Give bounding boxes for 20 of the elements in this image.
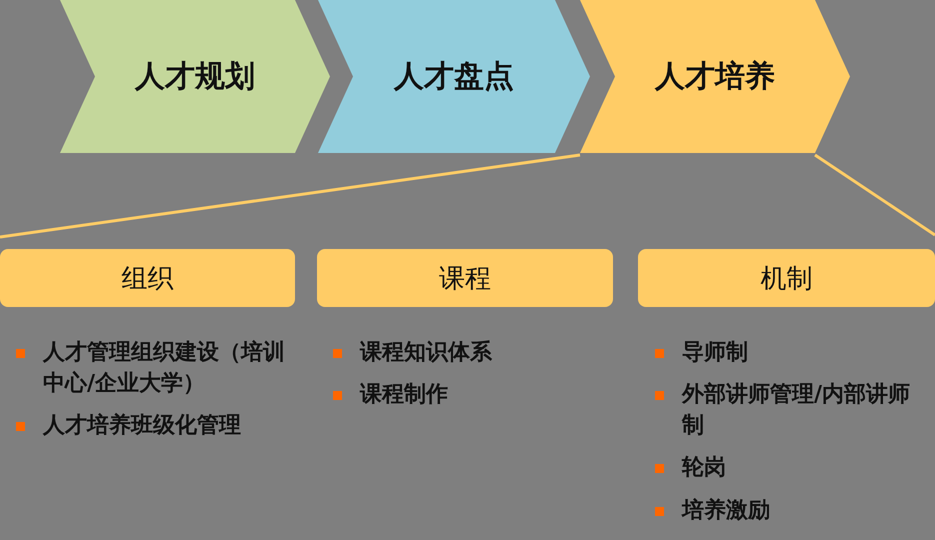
list-item: 人才管理组织建设（培训中心/企业大学） — [43, 339, 286, 398]
list-item: 人才培养班级化管理 — [43, 412, 242, 440]
list-item: 课程知识体系 — [360, 339, 493, 367]
list-item: 课程制作 — [360, 381, 449, 409]
category-title: 组织 — [122, 262, 174, 296]
category-box — [0, 249, 295, 307]
step-title: 人才盘点 — [394, 58, 514, 96]
list-item: 培养激励 — [682, 496, 771, 525]
category-box — [638, 249, 935, 307]
chevron-step — [318, 0, 590, 153]
list-item: 导师制 — [682, 339, 749, 367]
list-item: 外部讲师管理/内部讲师制 — [682, 381, 912, 440]
category-title: 课程 — [439, 262, 491, 296]
chevron-step — [580, 0, 850, 153]
category-box — [317, 249, 613, 307]
category-title: 机制 — [760, 262, 812, 296]
chevron-step — [60, 0, 330, 153]
list-item: 轮岗 — [682, 454, 727, 482]
step-title: 人才培养 — [655, 58, 775, 96]
step-title: 人才规划 — [135, 58, 255, 96]
